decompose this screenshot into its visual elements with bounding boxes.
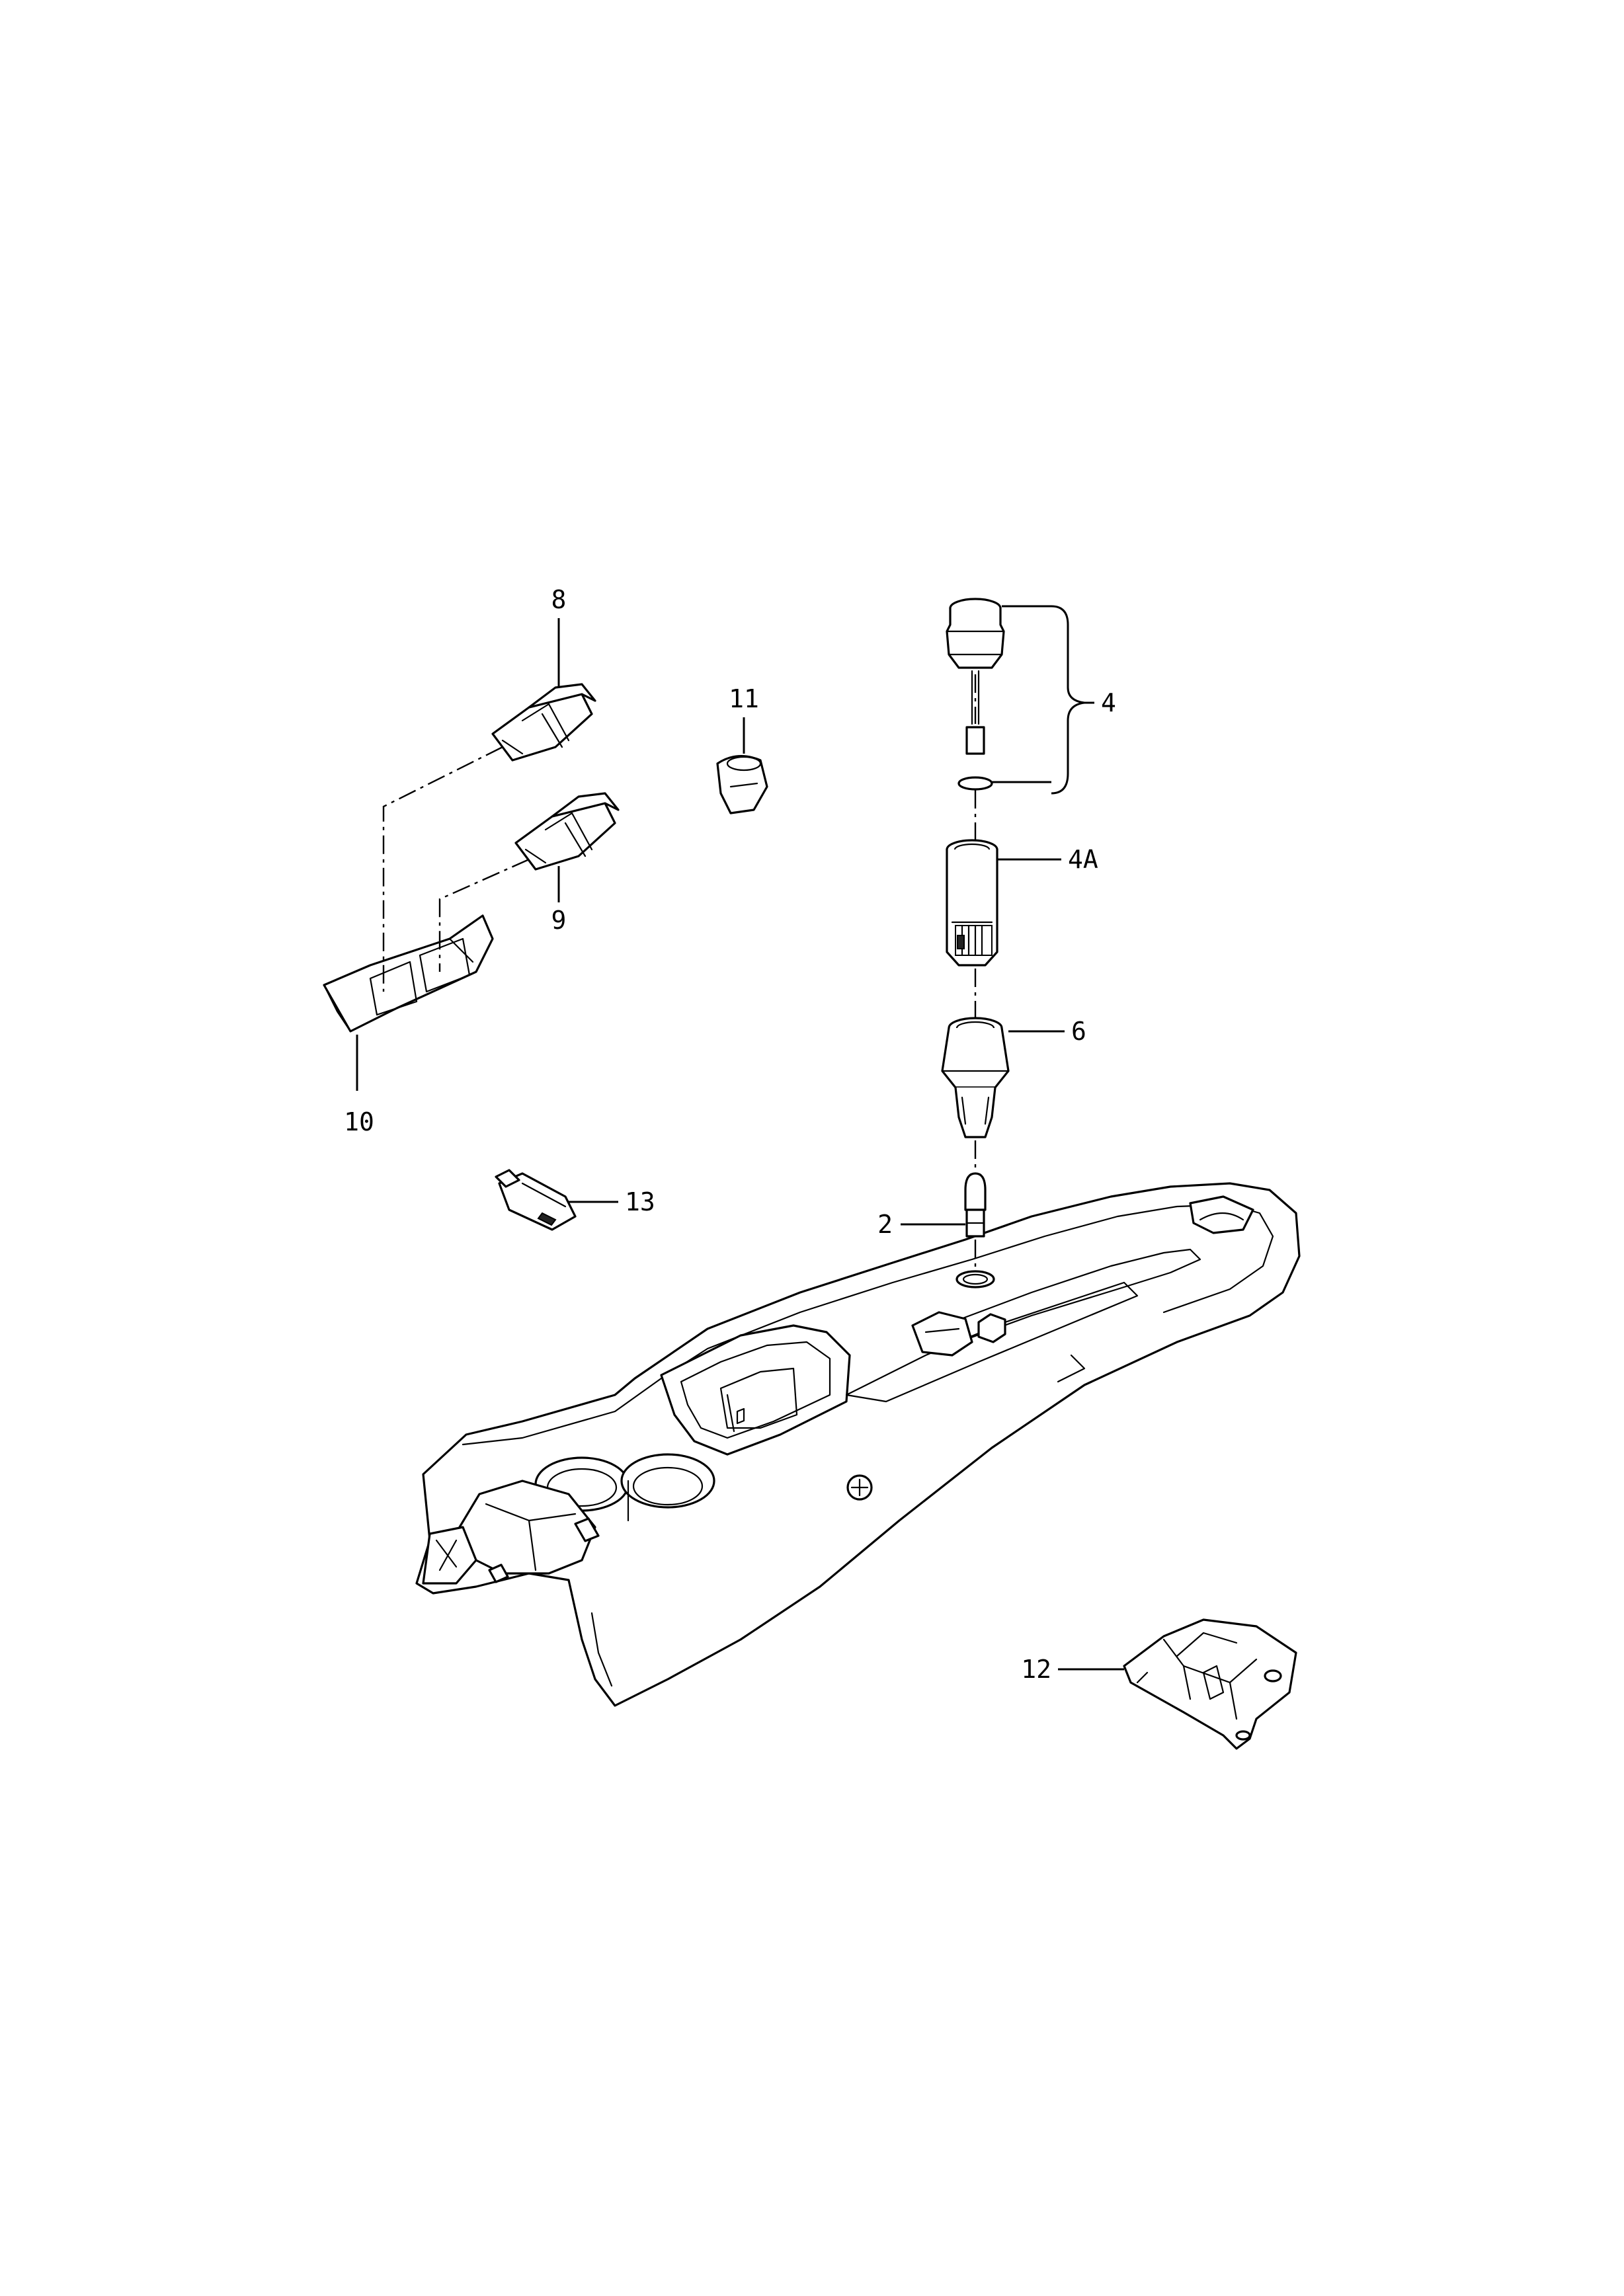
leader-lines xyxy=(356,605,1124,1671)
part-8-switch xyxy=(491,683,596,762)
callout-9: 9 xyxy=(551,906,567,935)
part-12-bracket xyxy=(1123,1618,1297,1750)
callout-6: 6 xyxy=(1071,1017,1086,1046)
part-13-switch-module xyxy=(495,1169,577,1231)
callout-4: 4 xyxy=(1101,688,1116,717)
callout-11: 11 xyxy=(729,684,759,713)
callout-8: 8 xyxy=(551,585,567,614)
callout-10: 10 xyxy=(344,1107,374,1136)
center-console xyxy=(415,1182,1301,1707)
part-4a-socket xyxy=(946,839,998,967)
part-6-mounting-ring xyxy=(941,1017,1010,1138)
part-11-clip xyxy=(716,754,768,814)
callout-12: 12 xyxy=(1021,1655,1051,1684)
part-10-switch-panel xyxy=(323,914,494,1033)
part-2-bulb-holder xyxy=(955,1172,995,1288)
callout-2: 2 xyxy=(877,1210,893,1239)
assembly-lines xyxy=(382,674,977,1269)
part-9-switch xyxy=(514,792,620,871)
callout-labels: 8 11 4 4A 9 10 6 13 2 12 xyxy=(344,585,1116,1684)
callout-4a: 4A xyxy=(1068,845,1098,874)
part-4-lighter xyxy=(946,598,1005,791)
callout-13: 13 xyxy=(625,1187,655,1216)
bracket-4 xyxy=(1051,605,1085,795)
